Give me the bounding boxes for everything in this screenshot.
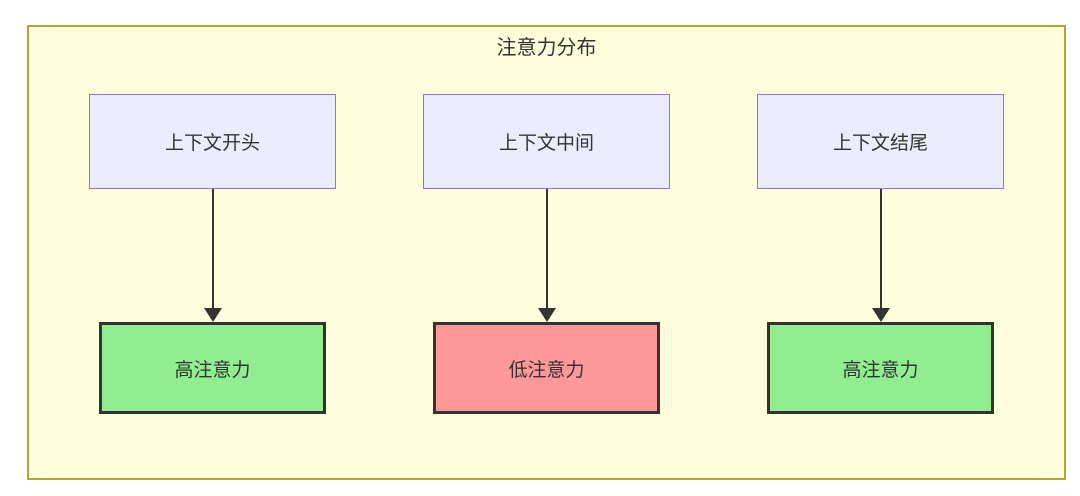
arrow-head-icon (871, 308, 890, 322)
column-context-start: 上下文开头 高注意力 (89, 94, 336, 414)
column-context-end: 上下文结尾 高注意力 (757, 94, 1004, 414)
arrow-end-to-attention (871, 189, 890, 322)
arrow-head-icon (203, 308, 222, 322)
arrow-head-icon (537, 308, 556, 322)
arrow-line (545, 189, 548, 309)
column-context-middle: 上下文中间 低注意力 (423, 94, 670, 414)
arrow-middle-to-attention (537, 189, 556, 322)
context-start-node: 上下文开头 (89, 94, 336, 189)
diagram-title: 注意力分布 (496, 37, 597, 59)
arrow-start-to-attention (203, 189, 222, 322)
arrow-line (211, 189, 214, 309)
diagram-grid: 上下文开头 高注意力 上下文中间 低注意力 上下文结尾 (29, 94, 1064, 414)
arrow-line (879, 189, 882, 309)
low-attention-node: 低注意力 (433, 322, 660, 414)
high-attention-node-left: 高注意力 (99, 322, 326, 414)
context-middle-node: 上下文中间 (423, 94, 670, 189)
attention-distribution-container: 注意力分布 上下文开头 高注意力 上下文中间 低注意力 上下文结尾 (27, 25, 1066, 480)
high-attention-node-right: 高注意力 (767, 322, 994, 414)
context-end-node: 上下文结尾 (757, 94, 1004, 189)
